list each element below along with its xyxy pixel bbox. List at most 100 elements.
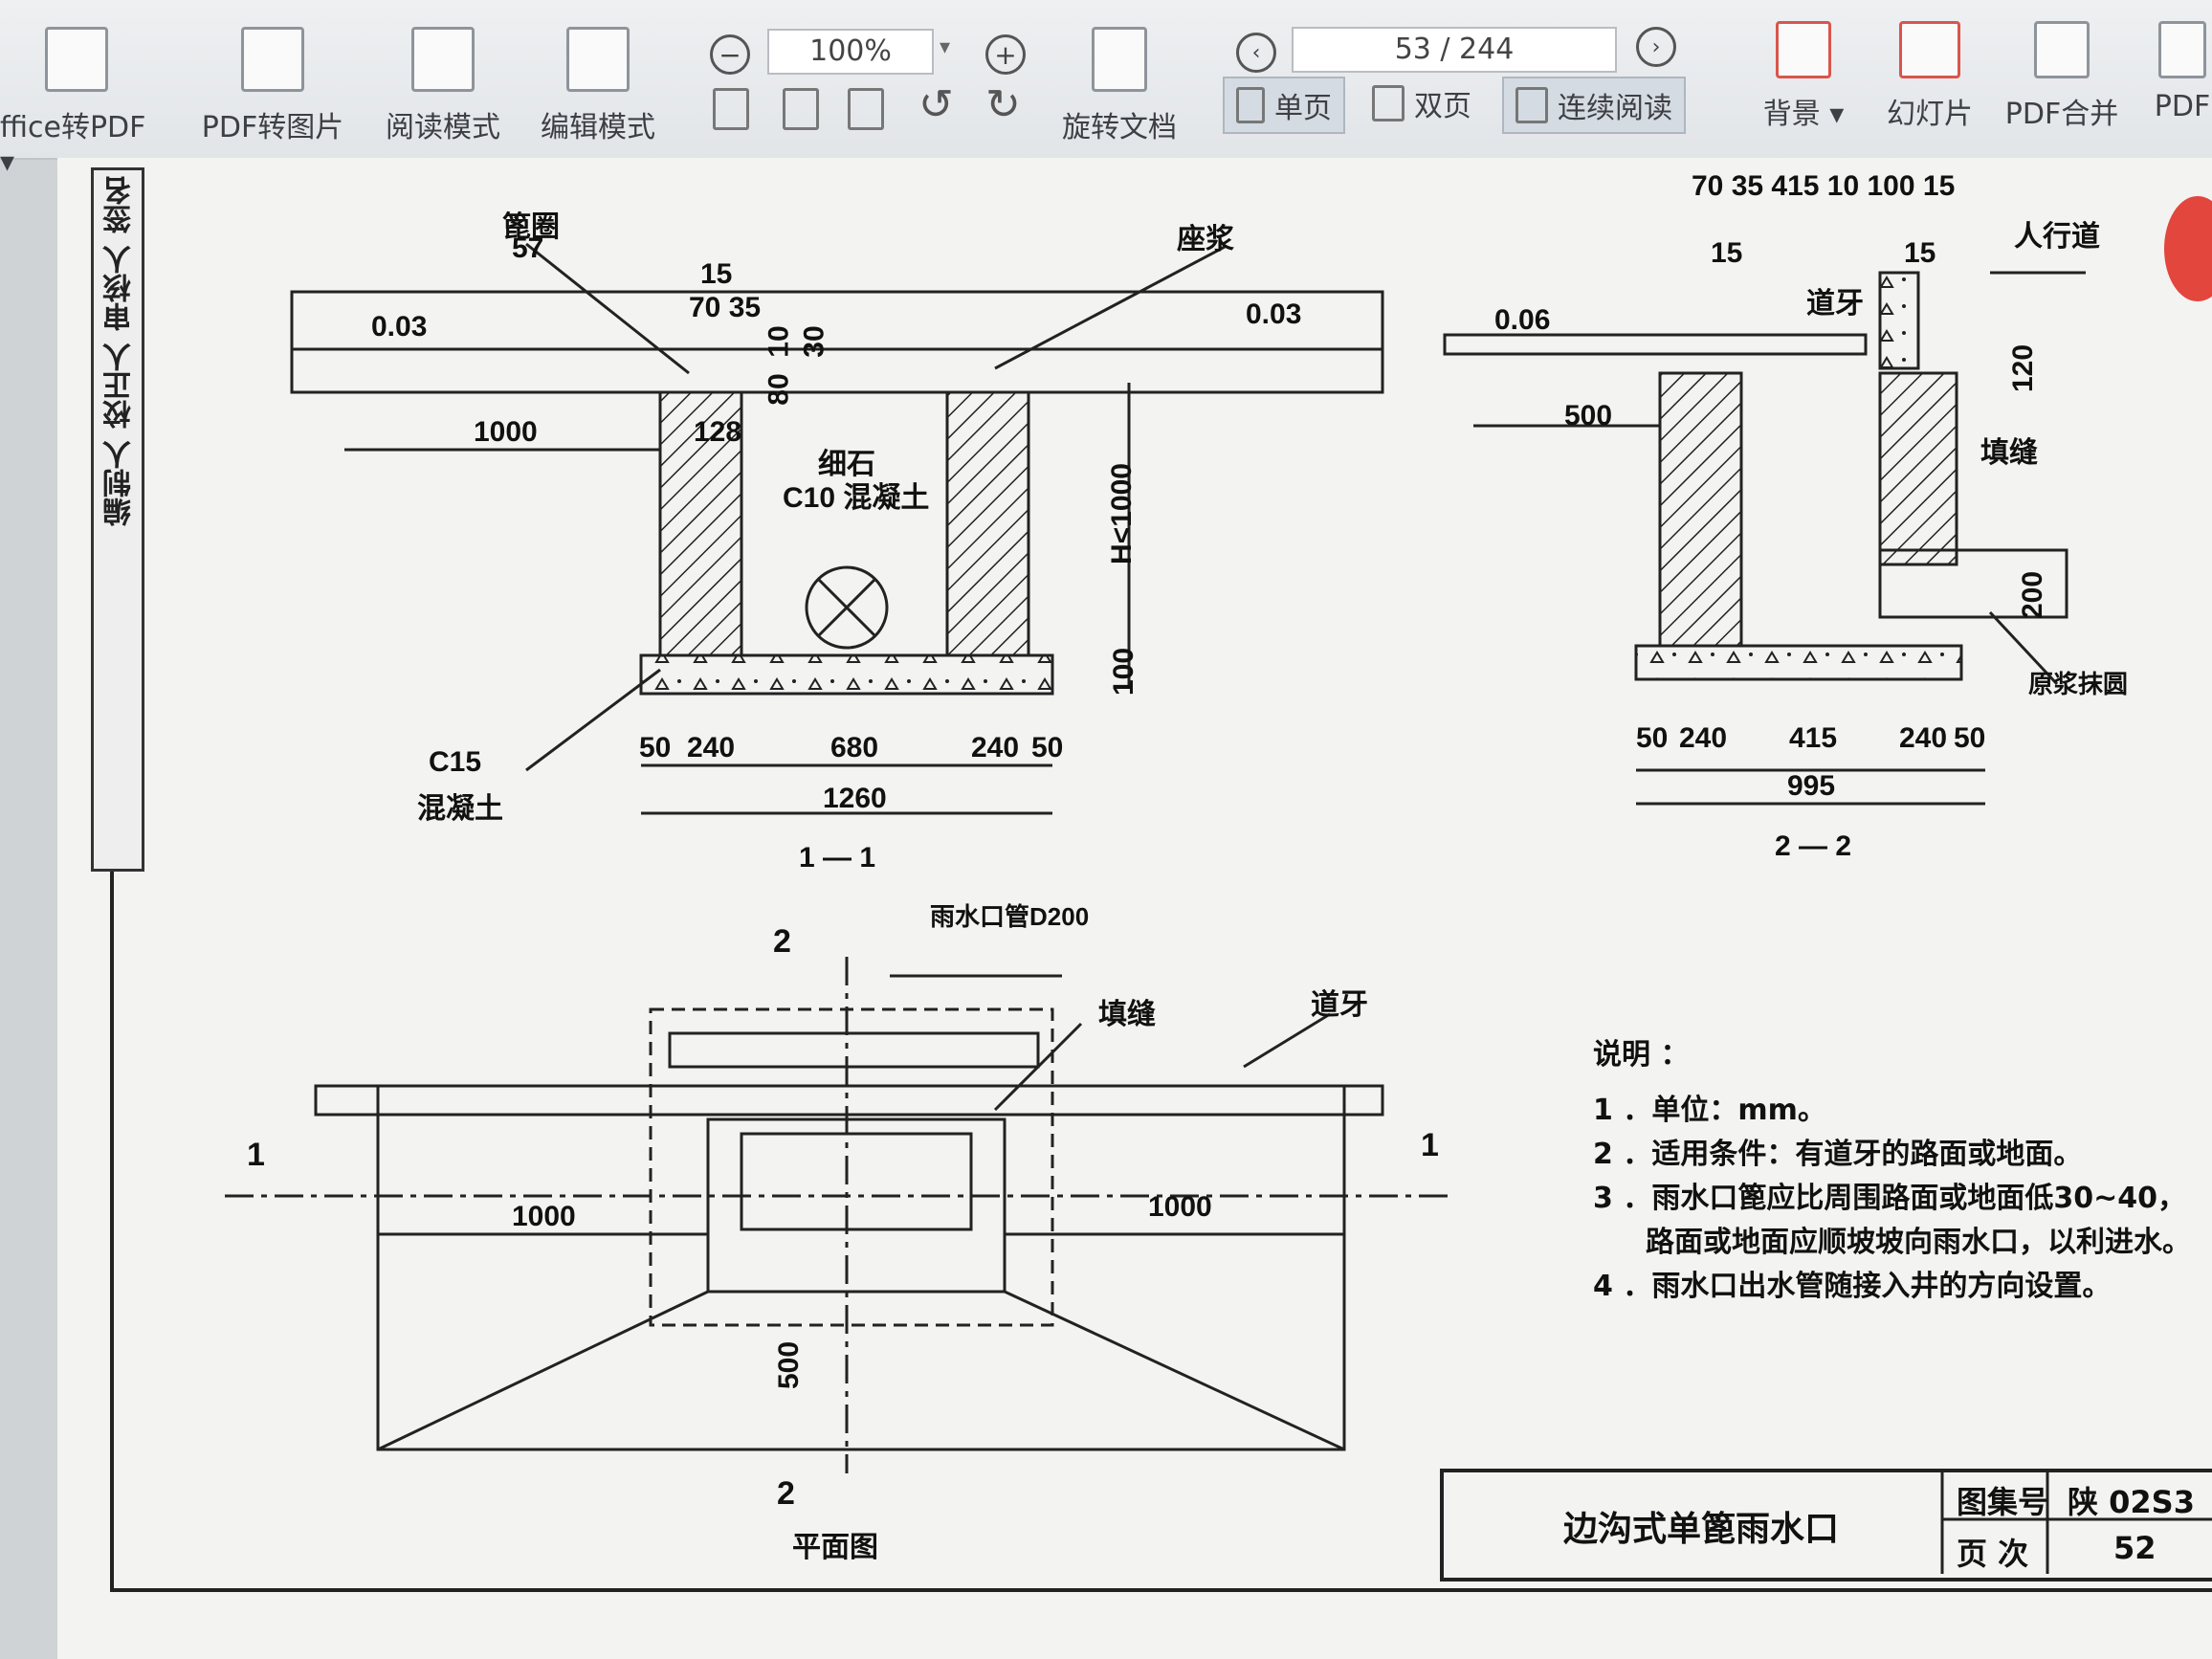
paint-bucket-icon [1776,21,1831,78]
s22-dim-500: 500 [1564,400,1613,431]
notes-heading: 说明 ： [1593,1038,1690,1072]
single-page-icon [1236,87,1265,123]
rotate-right-icon[interactable]: ↻ [985,81,1021,128]
s11-dim-70-35: 70 35 [689,292,762,323]
s22-dim-15a: 15 [1711,237,1743,269]
pdf-merge-button[interactable]: PDF合并 [2000,21,2124,132]
s11-grate-label: 篦圈 [502,211,560,243]
office-to-pdf-label: ffice转PDF ▾ [0,111,146,179]
pdf-merge-label: PDF合并 [2004,98,2119,131]
zoom-dropdown-icon[interactable]: ▾ [940,34,951,58]
zoom-in-button[interactable]: + [985,34,1026,75]
chevron-right-icon: › [1651,34,1661,59]
s11-dim-80: 80 [763,373,795,406]
s11-dim-50a: 50 [639,732,672,763]
plan-cut1-right: 1 [1421,1127,1439,1163]
next-page-button[interactable]: › [1636,27,1676,67]
background-button[interactable]: 背景 ▾ [1751,21,1856,132]
continuous-label: 连续阅读 [1558,92,1672,125]
rotate-left-icon[interactable]: ↺ [918,81,954,128]
s11-pipe [805,565,889,650]
s22-mortar-ring-label: 原浆抹圆 [2028,670,2129,698]
s11-gravel-label: 细石 [818,449,875,480]
zoom-input[interactable]: 100% [767,29,934,75]
rotate-doc-label: 旋转文档 [1062,111,1177,144]
plan-outline [376,1084,1346,1451]
s22-dim-50a: 50 [1636,722,1669,754]
fit-page-icon[interactable] [783,88,819,130]
single-page-button[interactable]: 单页 [1223,77,1345,134]
s22-sidewalk-label: 人行道 [2014,221,2100,253]
single-page-label: 单页 [1274,92,1332,125]
edit-mode-label: 编辑模式 [541,111,655,144]
edit-mode-button[interactable]: 编辑模式 [536,27,660,145]
slideshow-button[interactable]: 幻灯片 [1877,21,1982,132]
plan-cut1-left: 1 [247,1137,265,1173]
note-2: 2 ．适用条件：有道牙的路面或地面。 [1593,1138,2083,1171]
plan-title: 平面图 [792,1532,878,1563]
plan-curb-label: 道牙 [1311,989,1368,1021]
reading-mode-button[interactable]: 阅读模式 [381,27,505,145]
s11-slope-left: 0.03 [371,311,428,343]
drawing-sheet-border [110,172,2212,1592]
office-to-pdf-button[interactable]: ffice转PDF ▾ [0,27,153,179]
pdf-more-button[interactable]: PDF [2153,21,2212,123]
s22-base-slab [1634,644,1963,681]
actual-size-icon[interactable] [713,88,749,130]
note-4: 4 ．雨水口出水管随接入井的方向设置。 [1593,1270,2112,1303]
double-page-icon [1372,85,1405,122]
pdf-more-label: PDF [2154,90,2211,123]
s11-left-wall [658,390,743,657]
image-icon [241,27,304,92]
plan-dim-500: 500 [773,1340,806,1390]
s11-pavement-outline [290,290,1384,394]
fit-width-icon[interactable] [848,88,884,130]
s11-c10-label: C10 混凝土 [783,482,930,514]
atlas-number-label: 图集号 [1957,1484,2049,1520]
plan-curb-line [314,1084,1384,1117]
plan-cut2-top: 2 [773,923,791,960]
plan-cut2-bottom: 2 [777,1475,795,1512]
s22-dim-120: 120 [2007,343,2040,393]
page-number-input[interactable]: 53 / 244 [1292,27,1617,73]
s22-right-wall [1878,371,1958,566]
plan-dim-1000-right: 1000 [1148,1191,1212,1223]
minus-icon: − [719,38,741,71]
title-block: 边沟式单篦雨水口 图集号 陕 02S3 页 次 52 [1440,1469,2212,1582]
notes-block: 说明 ： 1 ．单位：mm。 2 ．适用条件：有道牙的路面或地面。 3 ．雨水口… [1593,1033,2191,1309]
s22-dim-200: 200 [2017,570,2049,620]
s22-section-label: 2 — 2 [1775,830,1852,862]
pdf-to-image-label: PDF转图片 [201,111,344,144]
zoom-out-button[interactable]: − [710,34,750,75]
s22-curb [1878,271,1920,370]
edit-icon [566,27,630,92]
prev-page-button[interactable]: ‹ [1236,33,1276,73]
s22-slope: 0.06 [1494,304,1551,336]
s22-dim-415: 415 [1789,722,1838,754]
s22-dim-240a: 240 [1679,722,1728,754]
book-icon [411,27,475,92]
s11-dim-50b: 50 [1031,732,1064,763]
double-page-label: 双页 [1414,90,1471,123]
rotate-doc-button[interactable]: 旋转文档 [1052,27,1186,145]
plan-inlet-frame [706,1117,1006,1294]
reading-mode-label: 阅读模式 [386,111,500,144]
note-3-cont: 路面或地面应顺坡坡向雨水口，以利进水。 [1646,1226,2191,1259]
page-number-value: 52 [2113,1530,2157,1566]
s11-dim-100: 100 [1108,647,1140,697]
floating-action-button[interactable] [2164,196,2212,301]
office-pdf-icon [45,27,108,92]
document-page [57,158,2212,1659]
s22-dim-50b: 50 [1954,722,1986,754]
merge-icon [2034,21,2090,78]
continuous-reading-button[interactable]: 连续阅读 [1502,77,1686,134]
s11-dim-30: 30 [798,325,830,358]
pdf-to-image-button[interactable]: PDF转图片 [201,27,344,145]
s11-dim-1000: 1000 [474,416,538,448]
double-page-button[interactable]: 双页 [1360,77,1483,130]
s22-dim-15b: 15 [1904,237,1936,269]
plan-slab [668,1031,1040,1069]
pdf-more-icon [2158,21,2206,78]
s11-dim-240b: 240 [971,732,1020,763]
